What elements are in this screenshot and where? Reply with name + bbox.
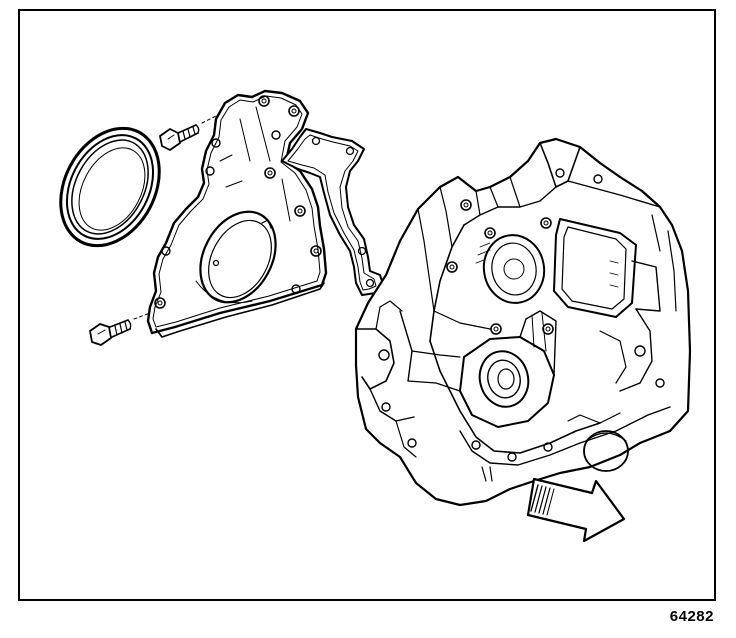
upper-bolt [159, 114, 219, 151]
rear-crankshaft-oil-seal [59, 126, 161, 248]
engine-rear-cover-illustration [59, 89, 692, 543]
rear-cover-bolts [89, 114, 219, 346]
engine-rear-cover [146, 89, 328, 338]
diagram-frame [18, 9, 716, 601]
engine-block [354, 137, 692, 507]
figure-number: 64282 [669, 608, 714, 625]
lower-bolt [89, 312, 151, 346]
rear-cover-gasket [281, 128, 385, 296]
arrow-icon [526, 477, 626, 543]
